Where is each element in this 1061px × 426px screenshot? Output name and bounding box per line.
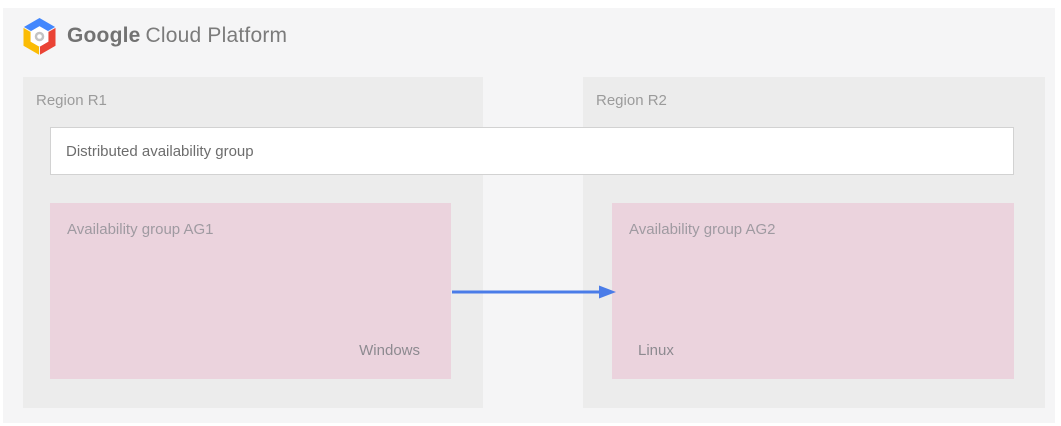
ag1-os-windows-label: Windows — [359, 342, 420, 359]
availability-group-ag2-label: Availability group AG2 — [629, 221, 776, 238]
gcp-hexagon-logo-icon — [23, 17, 56, 55]
replication-arrow-icon — [452, 285, 616, 299]
ag2-os-linux-label: Linux — [638, 342, 674, 359]
region-r1-label: Region R1 — [36, 92, 107, 109]
availability-group-ag2-box: Availability group AG2 Linux — [612, 203, 1014, 379]
availability-group-ag1-box: Availability group AG1 Windows — [50, 203, 451, 379]
availability-group-ag1-label: Availability group AG1 — [67, 221, 214, 238]
brand-cloud-platform-label: Cloud Platform — [145, 24, 288, 47]
brand-google-label: Google — [67, 24, 141, 47]
distributed-availability-group-box: Distributed availability group — [50, 127, 1014, 175]
region-r2-label: Region R2 — [596, 92, 667, 109]
distributed-availability-group-label: Distributed availability group — [66, 142, 254, 160]
